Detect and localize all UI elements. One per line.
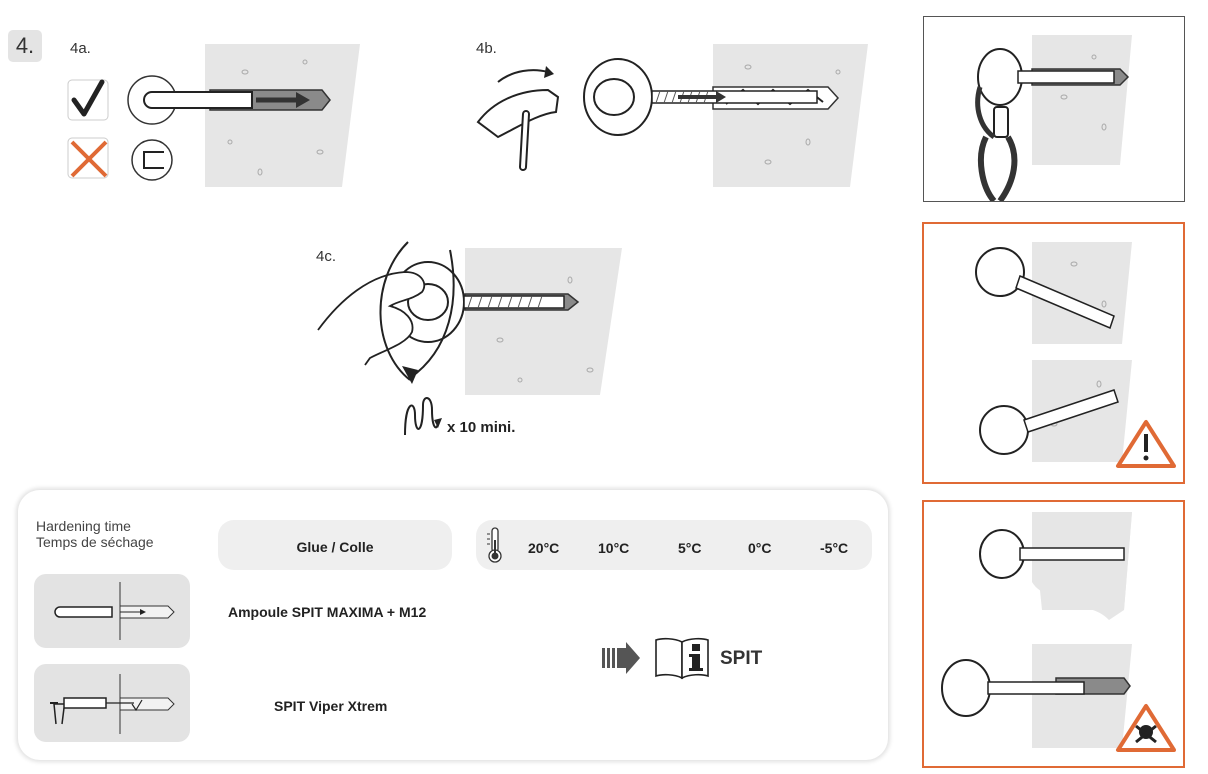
hardening-time-panel: Hardening time Temps de séchage Glue / C… — [18, 490, 888, 760]
substep-4c-label: 4c. — [316, 248, 337, 265]
temperature-header-pill: 20°C 10°C 5°C 0°C -5°C — [476, 520, 872, 570]
glue-header-pill: Glue / Colle — [218, 520, 452, 570]
temp-20c: 20°C — [528, 540, 560, 556]
rotation-count-label: x 10 mini. — [447, 419, 516, 436]
viper-thumbnail — [34, 664, 190, 742]
product-viper: SPIT Viper Xtrem — [274, 698, 388, 714]
substep-4a-label: 4a. — [70, 40, 91, 57]
temp-minus5c: -5°C — [820, 540, 849, 556]
warning-icon — [1116, 420, 1176, 468]
hammer-icon — [476, 88, 560, 171]
substep-4b-label: 4b. — [476, 40, 497, 57]
thermometer-icon — [486, 526, 504, 564]
product-ampoule: Ampoule SPIT MAXIMA + M12 — [228, 604, 427, 620]
info-book-icon — [654, 636, 710, 680]
substep-4c-illustration — [310, 240, 630, 450]
arrow-right-icon — [602, 640, 642, 676]
reference-panel-correct — [923, 16, 1185, 202]
substep-4a-illustration — [60, 42, 370, 192]
skull-warning-icon — [1116, 704, 1176, 752]
temp-0c: 0°C — [748, 540, 772, 556]
hardening-title: Hardening time Temps de séchage — [36, 518, 154, 550]
temp-10c: 10°C — [598, 540, 630, 556]
hardening-title-fr: Temps de séchage — [36, 534, 154, 550]
rotation-icon — [404, 397, 442, 436]
spit-brand-label: SPIT — [720, 648, 763, 669]
temp-5c: 5°C — [678, 540, 702, 556]
reference-panel-danger — [922, 500, 1185, 768]
cross-icon — [67, 137, 109, 179]
glue-header: Glue / Colle — [296, 539, 374, 555]
ampoule-thumbnail — [34, 574, 190, 648]
step-number-badge: 4. — [8, 30, 42, 62]
hardening-title-en: Hardening time — [36, 518, 131, 534]
substep-4b-illustration — [468, 42, 878, 192]
reference-panel-warning — [922, 222, 1185, 484]
check-icon — [67, 79, 109, 121]
